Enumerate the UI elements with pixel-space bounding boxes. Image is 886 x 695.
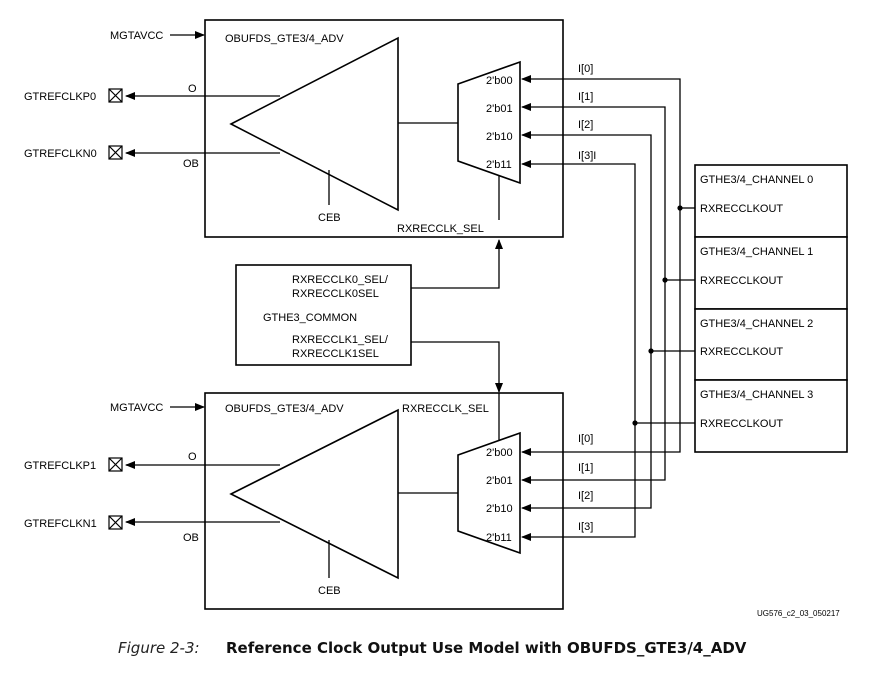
- bottom-wire-2: [521, 351, 652, 512]
- bottom-ceb-label: CEB: [318, 585, 341, 597]
- channel-2-port: RXRECCLKOUT: [700, 346, 783, 358]
- top-idx-1: I[1]: [578, 91, 593, 103]
- top-o-label: O: [188, 83, 197, 95]
- bottom-idx-1: I[1]: [578, 462, 593, 474]
- channel-0-box: [694, 164, 848, 238]
- top-wire-1: [521, 103, 666, 280]
- common-sel1-line2: RXRECCLK1SEL: [292, 348, 379, 360]
- figure-id: UG576_c2_03_050217: [757, 609, 840, 618]
- bottom-mux-in-0: 2'b00: [486, 447, 513, 459]
- top-mux-in-3: 2'b11: [486, 159, 512, 171]
- top-ceb-label: CEB: [318, 212, 341, 224]
- channel-3-name: GTHE3/4_CHANNEL 3: [700, 389, 813, 401]
- bottom-pad-p-icon: [108, 457, 123, 472]
- top-buffer-triangle: [229, 36, 399, 212]
- top-block-name: OBUFDS_GTE3/4_ADV: [225, 33, 344, 45]
- common-sel1-line1: RXRECCLK1_SEL/: [292, 334, 389, 346]
- bottom-wire-1: [521, 280, 666, 484]
- caption-label: Figure 2-3:: [118, 639, 200, 657]
- channel-1-box: [694, 236, 848, 310]
- top-sel-label: RXRECCLK_SEL: [397, 223, 484, 235]
- top-pad-n-label: GTREFCLKN0: [24, 148, 97, 160]
- top-wire-2: [521, 131, 652, 351]
- caption-title: Reference Clock Output Use Model with OB…: [226, 639, 747, 657]
- bottom-idx-3: I[3]: [578, 521, 593, 533]
- bottom-buffer-triangle: [229, 408, 399, 580]
- top-pad-p-icon: [108, 88, 123, 103]
- bottom-pad-n-label: GTREFCLKN1: [24, 518, 97, 530]
- top-pad-n-icon: [108, 145, 123, 160]
- bottom-sel-label: RXRECCLK_SEL: [402, 403, 489, 415]
- bottom-wire-3: [521, 423, 636, 541]
- common-sel0-line1: RXRECCLK0_SEL/: [292, 274, 389, 286]
- common-box: [235, 264, 412, 366]
- top-mux-in-0: 2'b00: [486, 75, 513, 87]
- bottom-mux-in-1: 2'b01: [486, 475, 513, 487]
- top-idx-3: I[3]I: [578, 150, 596, 162]
- bottom-o-label: O: [188, 451, 197, 463]
- channel-2-box: [694, 308, 848, 381]
- top-mux-in-2: 2'b10: [486, 131, 513, 143]
- bottom-wire-0: [521, 208, 681, 456]
- bottom-idx-2: I[2]: [578, 490, 593, 502]
- top-wire-3: [521, 160, 636, 423]
- top-pad-p-label: GTREFCLKP0: [24, 91, 96, 103]
- channel-stack: [694, 164, 848, 453]
- top-mux: [457, 60, 521, 185]
- common-sel0-line2: RXRECCLK0SEL: [292, 288, 379, 300]
- common-sel1-wire: [411, 341, 503, 393]
- bottom-mgtavcc-label: MGTAVCC: [110, 402, 163, 414]
- channel-2-name: GTHE3/4_CHANNEL 2: [700, 318, 813, 330]
- bottom-idx-0: I[0]: [578, 433, 593, 445]
- bottom-pad-p-label: GTREFCLKP1: [24, 460, 96, 472]
- bottom-block-name: OBUFDS_GTE3/4_ADV: [225, 403, 344, 415]
- common-name: GTHE3_COMMON: [263, 312, 357, 324]
- bottom-mux-in-3: 2'b11: [486, 532, 512, 544]
- channel-3-port: RXRECCLKOUT: [700, 418, 783, 430]
- top-idx-2: I[2]: [578, 119, 593, 131]
- channel-1-name: GTHE3/4_CHANNEL 1: [700, 246, 813, 258]
- top-ob-label: OB: [183, 158, 199, 170]
- bottom-mux-in-2: 2'b10: [486, 503, 513, 515]
- channel-0-port: RXRECCLKOUT: [700, 203, 783, 215]
- channel-0-name: GTHE3/4_CHANNEL 0: [700, 174, 813, 186]
- top-idx-0: I[0]: [578, 63, 593, 75]
- top-mgtavcc-label: MGTAVCC: [110, 30, 163, 42]
- top-mux-in-1: 2'b01: [486, 103, 513, 115]
- bottom-mux: [457, 431, 521, 555]
- common-sel0-wire: [411, 239, 503, 289]
- bottom-ob-label: OB: [183, 532, 199, 544]
- top-wire-0: [521, 75, 681, 208]
- channel-3-box: [694, 379, 848, 453]
- channel-1-port: RXRECCLKOUT: [700, 275, 783, 287]
- bottom-pad-n-icon: [108, 515, 123, 530]
